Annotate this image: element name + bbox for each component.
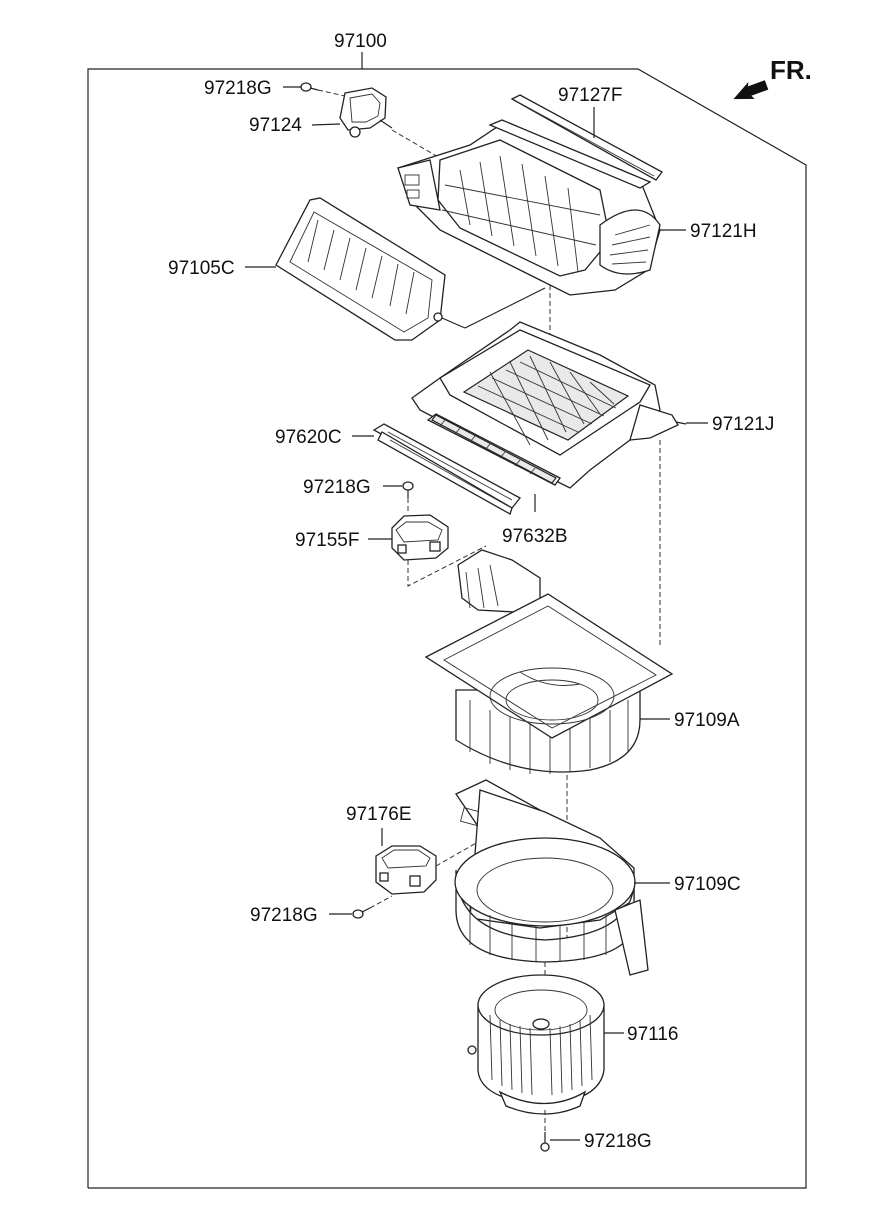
- screw-mid-icon: [402, 481, 414, 498]
- resistor-icon: [375, 845, 437, 895]
- actuator-top-icon: [339, 87, 393, 138]
- dash-screw-top: [317, 89, 346, 97]
- dash-actuator-mid: [407, 545, 487, 587]
- assembly-frame: [87, 68, 807, 1189]
- label-screw-resistor: 97218G: [250, 905, 318, 926]
- screw-top-icon: [300, 82, 319, 92]
- leader-actuator-top: [311, 123, 341, 126]
- lower-intake-case-icon: [411, 321, 687, 489]
- actuator-mid-icon: [391, 514, 449, 561]
- blower-upper-case-icon: [424, 549, 674, 774]
- label-blower-lower-case: 97109C: [674, 874, 741, 895]
- label-actuator-top: 97124: [249, 115, 302, 136]
- dash-door-frame: [441, 317, 466, 329]
- label-blower-upper-case: 97109A: [674, 710, 740, 731]
- dash-screw-resistor: [369, 895, 393, 909]
- label-screw-mid: 97218G: [303, 477, 371, 498]
- dash-door-case: [464, 287, 546, 329]
- direction-label: FR.: [770, 55, 812, 85]
- dash-actuator-top: [391, 129, 441, 159]
- label-seal: 97127F: [558, 85, 622, 106]
- front-arrow-icon: [733, 80, 769, 100]
- label-resistor: 97176E: [346, 804, 412, 825]
- screw-bottom-icon: [540, 1132, 550, 1152]
- blower-motor-icon: [467, 974, 605, 1115]
- label-upper-case: 97121H: [690, 221, 757, 242]
- label-filter-cover: 97620C: [275, 427, 342, 448]
- dash-resistor: [435, 841, 479, 867]
- filter-icon: [426, 413, 561, 486]
- assembly-label: 97100: [334, 31, 387, 52]
- seal-icon: [510, 94, 663, 181]
- label-blower-motor: 97116: [627, 1024, 678, 1045]
- label-filter: 97632B: [502, 526, 568, 547]
- screw-resistor-icon: [352, 907, 371, 919]
- label-actuator-mid: 97155F: [295, 530, 359, 551]
- label-screw-bottom: 97218G: [584, 1131, 652, 1152]
- label-door-frame: 97105C: [168, 258, 235, 279]
- label-screw-top: 97218G: [204, 78, 272, 99]
- door-frame-icon: [275, 197, 446, 341]
- upper-case-icon: [397, 119, 661, 296]
- blower-lower-case-icon: [454, 779, 649, 976]
- label-lower-intake-case: 97121J: [712, 414, 774, 435]
- filter-cover-icon: [372, 423, 521, 515]
